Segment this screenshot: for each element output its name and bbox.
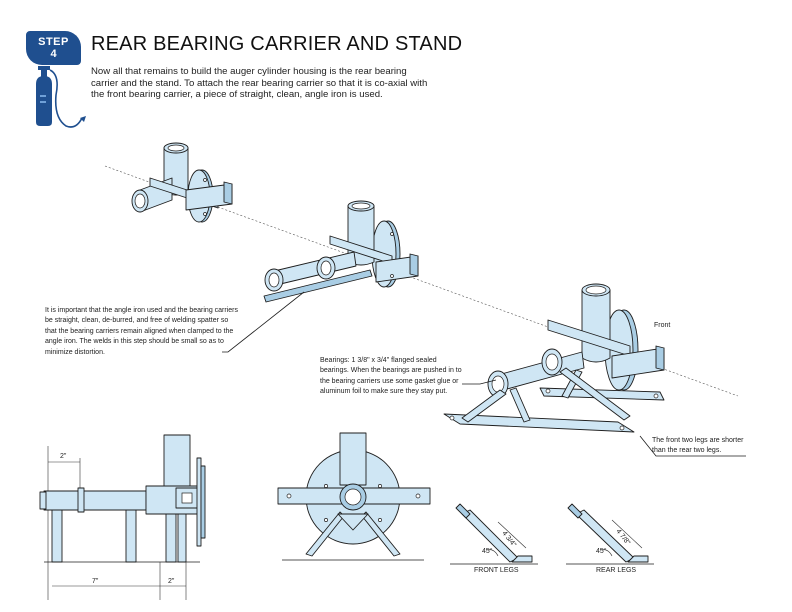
- front-legs-detail: [450, 503, 538, 565]
- angle-iron-note: It is important that the angle iron used…: [45, 307, 238, 356]
- welding-tank-icon: [36, 66, 86, 128]
- side-view-drawing: [39, 434, 206, 600]
- legs-leader: [639, 435, 746, 457]
- front-view-drawing: [277, 432, 431, 561]
- front-legs-caption: FRONT LEGS: [474, 567, 519, 574]
- bearings-note: Bearings: 1 3/8" x 3/4" flanged sealed b…: [320, 357, 462, 396]
- rear-legs-caption: REAR LEGS: [596, 567, 637, 574]
- assembled-carrier-with-stand-3d: [443, 283, 665, 433]
- bearing-leader: [462, 379, 497, 385]
- page-title: REAR BEARING CARRIER AND STAND: [91, 33, 463, 55]
- rear-bearing-carrier-3d: [263, 200, 419, 303]
- dim-width-top: 2": [60, 453, 67, 460]
- dim-width-bottom: 2": [168, 578, 175, 585]
- front-label: Front: [654, 322, 671, 329]
- step-badge: STEP 4: [26, 31, 81, 65]
- intro-paragraph: Now all that remains to build the auger …: [91, 66, 428, 101]
- angle-iron-leader: [222, 291, 305, 353]
- dim-front-leg-angle: 45°: [482, 548, 493, 555]
- front-bearing-carrier-3d: [131, 142, 233, 223]
- dim-rear-leg-angle: 45°: [596, 548, 607, 555]
- rear-legs-detail: [566, 503, 654, 565]
- dim-length-bottom: 7": [92, 578, 99, 585]
- step-word: STEP: [38, 36, 69, 48]
- legs-note: The front two legs are shorter than the …: [652, 437, 744, 455]
- step-number: 4: [50, 48, 57, 60]
